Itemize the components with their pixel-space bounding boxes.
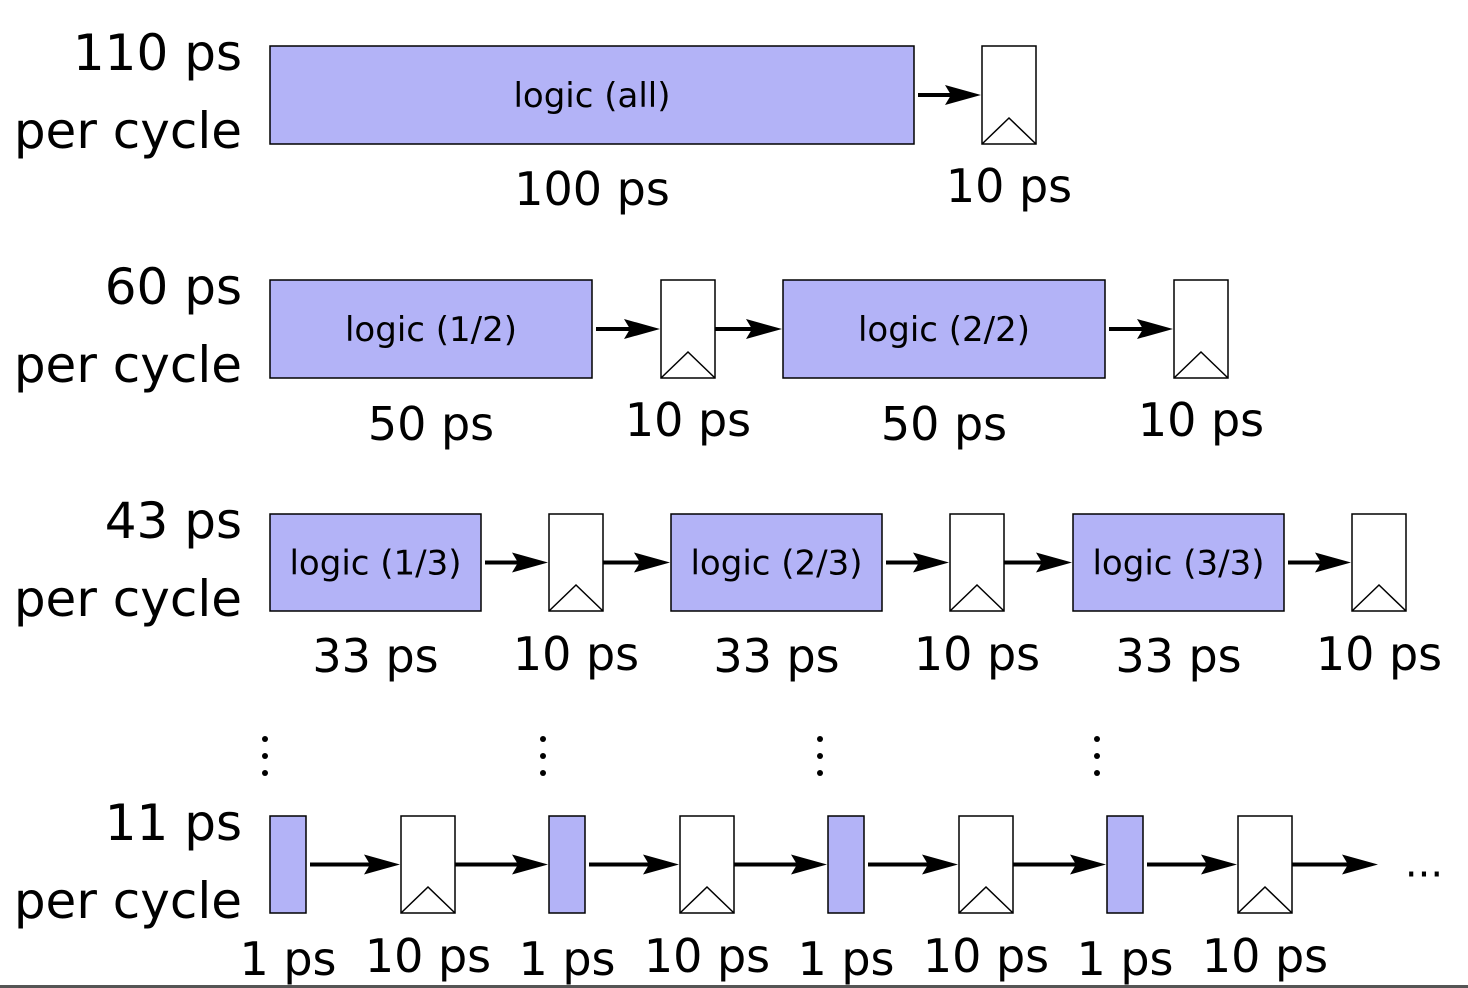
logic-block-label: logic (2/3) [690, 544, 862, 584]
register-delay-label: 10 ps [914, 627, 1040, 681]
logic-block [269, 815, 307, 914]
logic-block-label: logic (1/3) [289, 544, 461, 584]
arrow-to-register [589, 854, 679, 875]
vertical-ellipsis-icon [817, 736, 823, 776]
logic-block [269, 279, 593, 379]
cycle-unit-label: per cycle [14, 872, 242, 930]
logic-delay-label: 50 ps [368, 397, 494, 451]
cycle-time-label: 60 ps [105, 258, 242, 316]
logic-delay-label: 1 ps [518, 932, 615, 986]
register-icon [660, 279, 716, 379]
logic-block [269, 513, 482, 612]
logic-block-label: logic (3/3) [1092, 544, 1264, 584]
arrow-to-logic [603, 552, 670, 573]
register-delay-label: 10 ps [946, 159, 1072, 213]
register-icon [958, 815, 1014, 914]
logic-block [548, 815, 586, 914]
register-delay-label: 10 ps [1202, 929, 1328, 983]
logic-block-label: logic (1/2) [345, 310, 517, 350]
logic-delay-label: 33 ps [1115, 629, 1241, 683]
arrow-to-logic [1013, 854, 1106, 875]
arrow-to-register [1147, 854, 1237, 875]
logic-delay-label: 33 ps [312, 629, 438, 683]
vertical-ellipsis-icon [540, 736, 546, 776]
arrow-to-register [1109, 319, 1173, 339]
logic-block [827, 815, 865, 914]
continuation-ellipsis: ... [1405, 841, 1443, 887]
register-delay-label: 10 ps [513, 627, 639, 681]
arrow-to-register [485, 552, 548, 573]
register-icon [1351, 513, 1407, 612]
logic-block [782, 279, 1106, 379]
arrow-to-register [868, 854, 958, 875]
cycle-unit-label: per cycle [14, 336, 242, 394]
logic-delay-label: 1 ps [797, 932, 894, 986]
cycle-unit-label: per cycle [14, 102, 242, 160]
register-icon [1237, 815, 1293, 914]
logic-delay-label: 1 ps [1076, 932, 1173, 986]
register-delay-label: 10 ps [1316, 627, 1442, 681]
cycle-unit-label: per cycle [14, 570, 242, 628]
vertical-ellipsis-icon [262, 736, 268, 776]
arrow-to-register [886, 552, 949, 573]
register-delay-label: 10 ps [1138, 393, 1264, 447]
register-delay-label: 10 ps [644, 929, 770, 983]
logic-delay-label: 100 ps [514, 162, 670, 216]
register-delay-label: 10 ps [625, 393, 751, 447]
register-icon [981, 45, 1037, 145]
logic-block [1072, 513, 1285, 612]
logic-block [670, 513, 883, 612]
logic-delay-label: 50 ps [881, 397, 1007, 451]
arrow-to-register [310, 854, 400, 875]
register-icon [679, 815, 735, 914]
logic-block-label: logic (2/2) [858, 310, 1030, 350]
logic-block-label: logic (all) [513, 76, 670, 116]
arrow-to-logic [715, 319, 782, 339]
cycle-time-label: 110 ps [73, 24, 242, 82]
logic-delay-label: 33 ps [713, 629, 839, 683]
cycle-time-label: 11 ps [105, 794, 242, 852]
logic-delay-label: 1 ps [239, 932, 336, 986]
logic-block [1106, 815, 1144, 914]
arrow-to-register [1288, 552, 1351, 573]
cycle-time-label: 43 ps [105, 492, 242, 550]
arrow-to-register [918, 85, 981, 105]
register-icon [1173, 279, 1229, 379]
arrow-to-register [596, 319, 660, 339]
register-delay-label: 10 ps [365, 929, 491, 983]
register-icon [400, 815, 456, 914]
arrow-to-logic [455, 854, 548, 875]
arrow-continue [1292, 854, 1378, 875]
register-delay-label: 10 ps [923, 929, 1049, 983]
arrow-to-logic [1004, 552, 1072, 573]
arrow-to-logic [734, 854, 827, 875]
register-icon [548, 513, 604, 612]
vertical-ellipsis-icon [1094, 736, 1100, 776]
bottom-divider [0, 985, 1468, 988]
logic-block [269, 45, 915, 145]
register-icon [949, 513, 1005, 612]
